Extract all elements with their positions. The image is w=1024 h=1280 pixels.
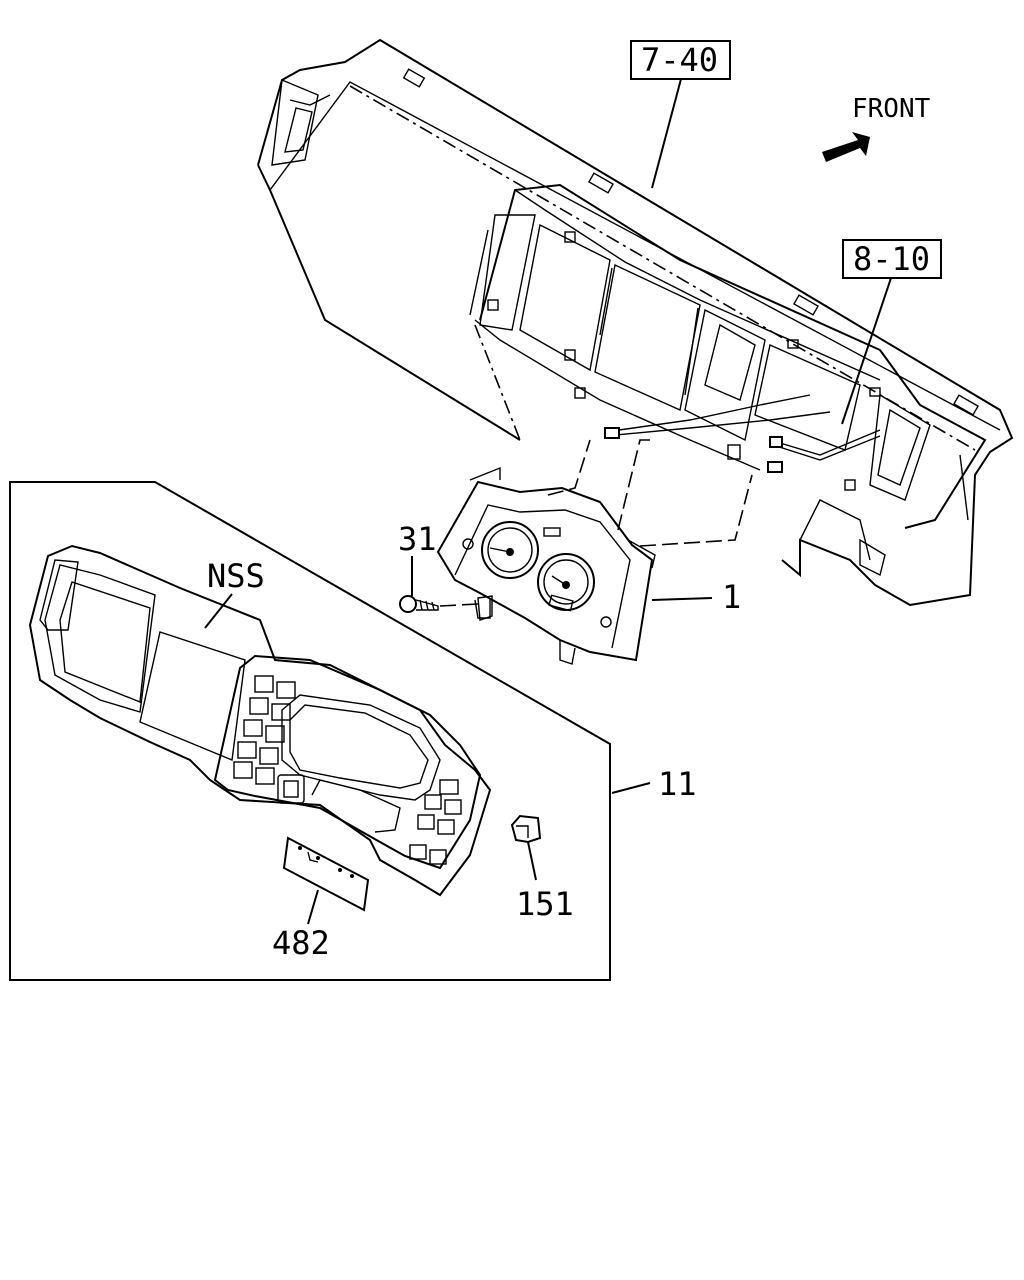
callout-31: 31: [398, 520, 437, 558]
reference-7-40: 7-40: [630, 40, 731, 189]
dashboard-panel: [257, 38, 1014, 607]
front-direction-indicator: FRONT: [822, 94, 931, 162]
front-label: FRONT: [852, 94, 931, 124]
reference-label: 7-40: [641, 41, 718, 79]
callout-151: 151: [516, 885, 574, 923]
callout-482: 482: [272, 924, 330, 962]
kit-box: 11: [9, 481, 697, 981]
reference-box: [842, 239, 942, 279]
cluster-bezel: NSS: [28, 544, 492, 897]
callout-11: 11: [658, 765, 697, 803]
screw-31: 31: [398, 520, 493, 621]
plate-482: 482: [272, 836, 370, 962]
reference-8-10: 8-10: [841, 239, 942, 425]
reference-box: [630, 40, 731, 80]
reference-label: 8-10: [853, 240, 930, 278]
callout-1: 1: [722, 578, 741, 616]
clip-151: 151: [510, 814, 574, 923]
arrow-icon: [822, 132, 870, 162]
callout-nss: NSS: [207, 557, 265, 595]
instrument-cluster: 1: [436, 439, 753, 665]
